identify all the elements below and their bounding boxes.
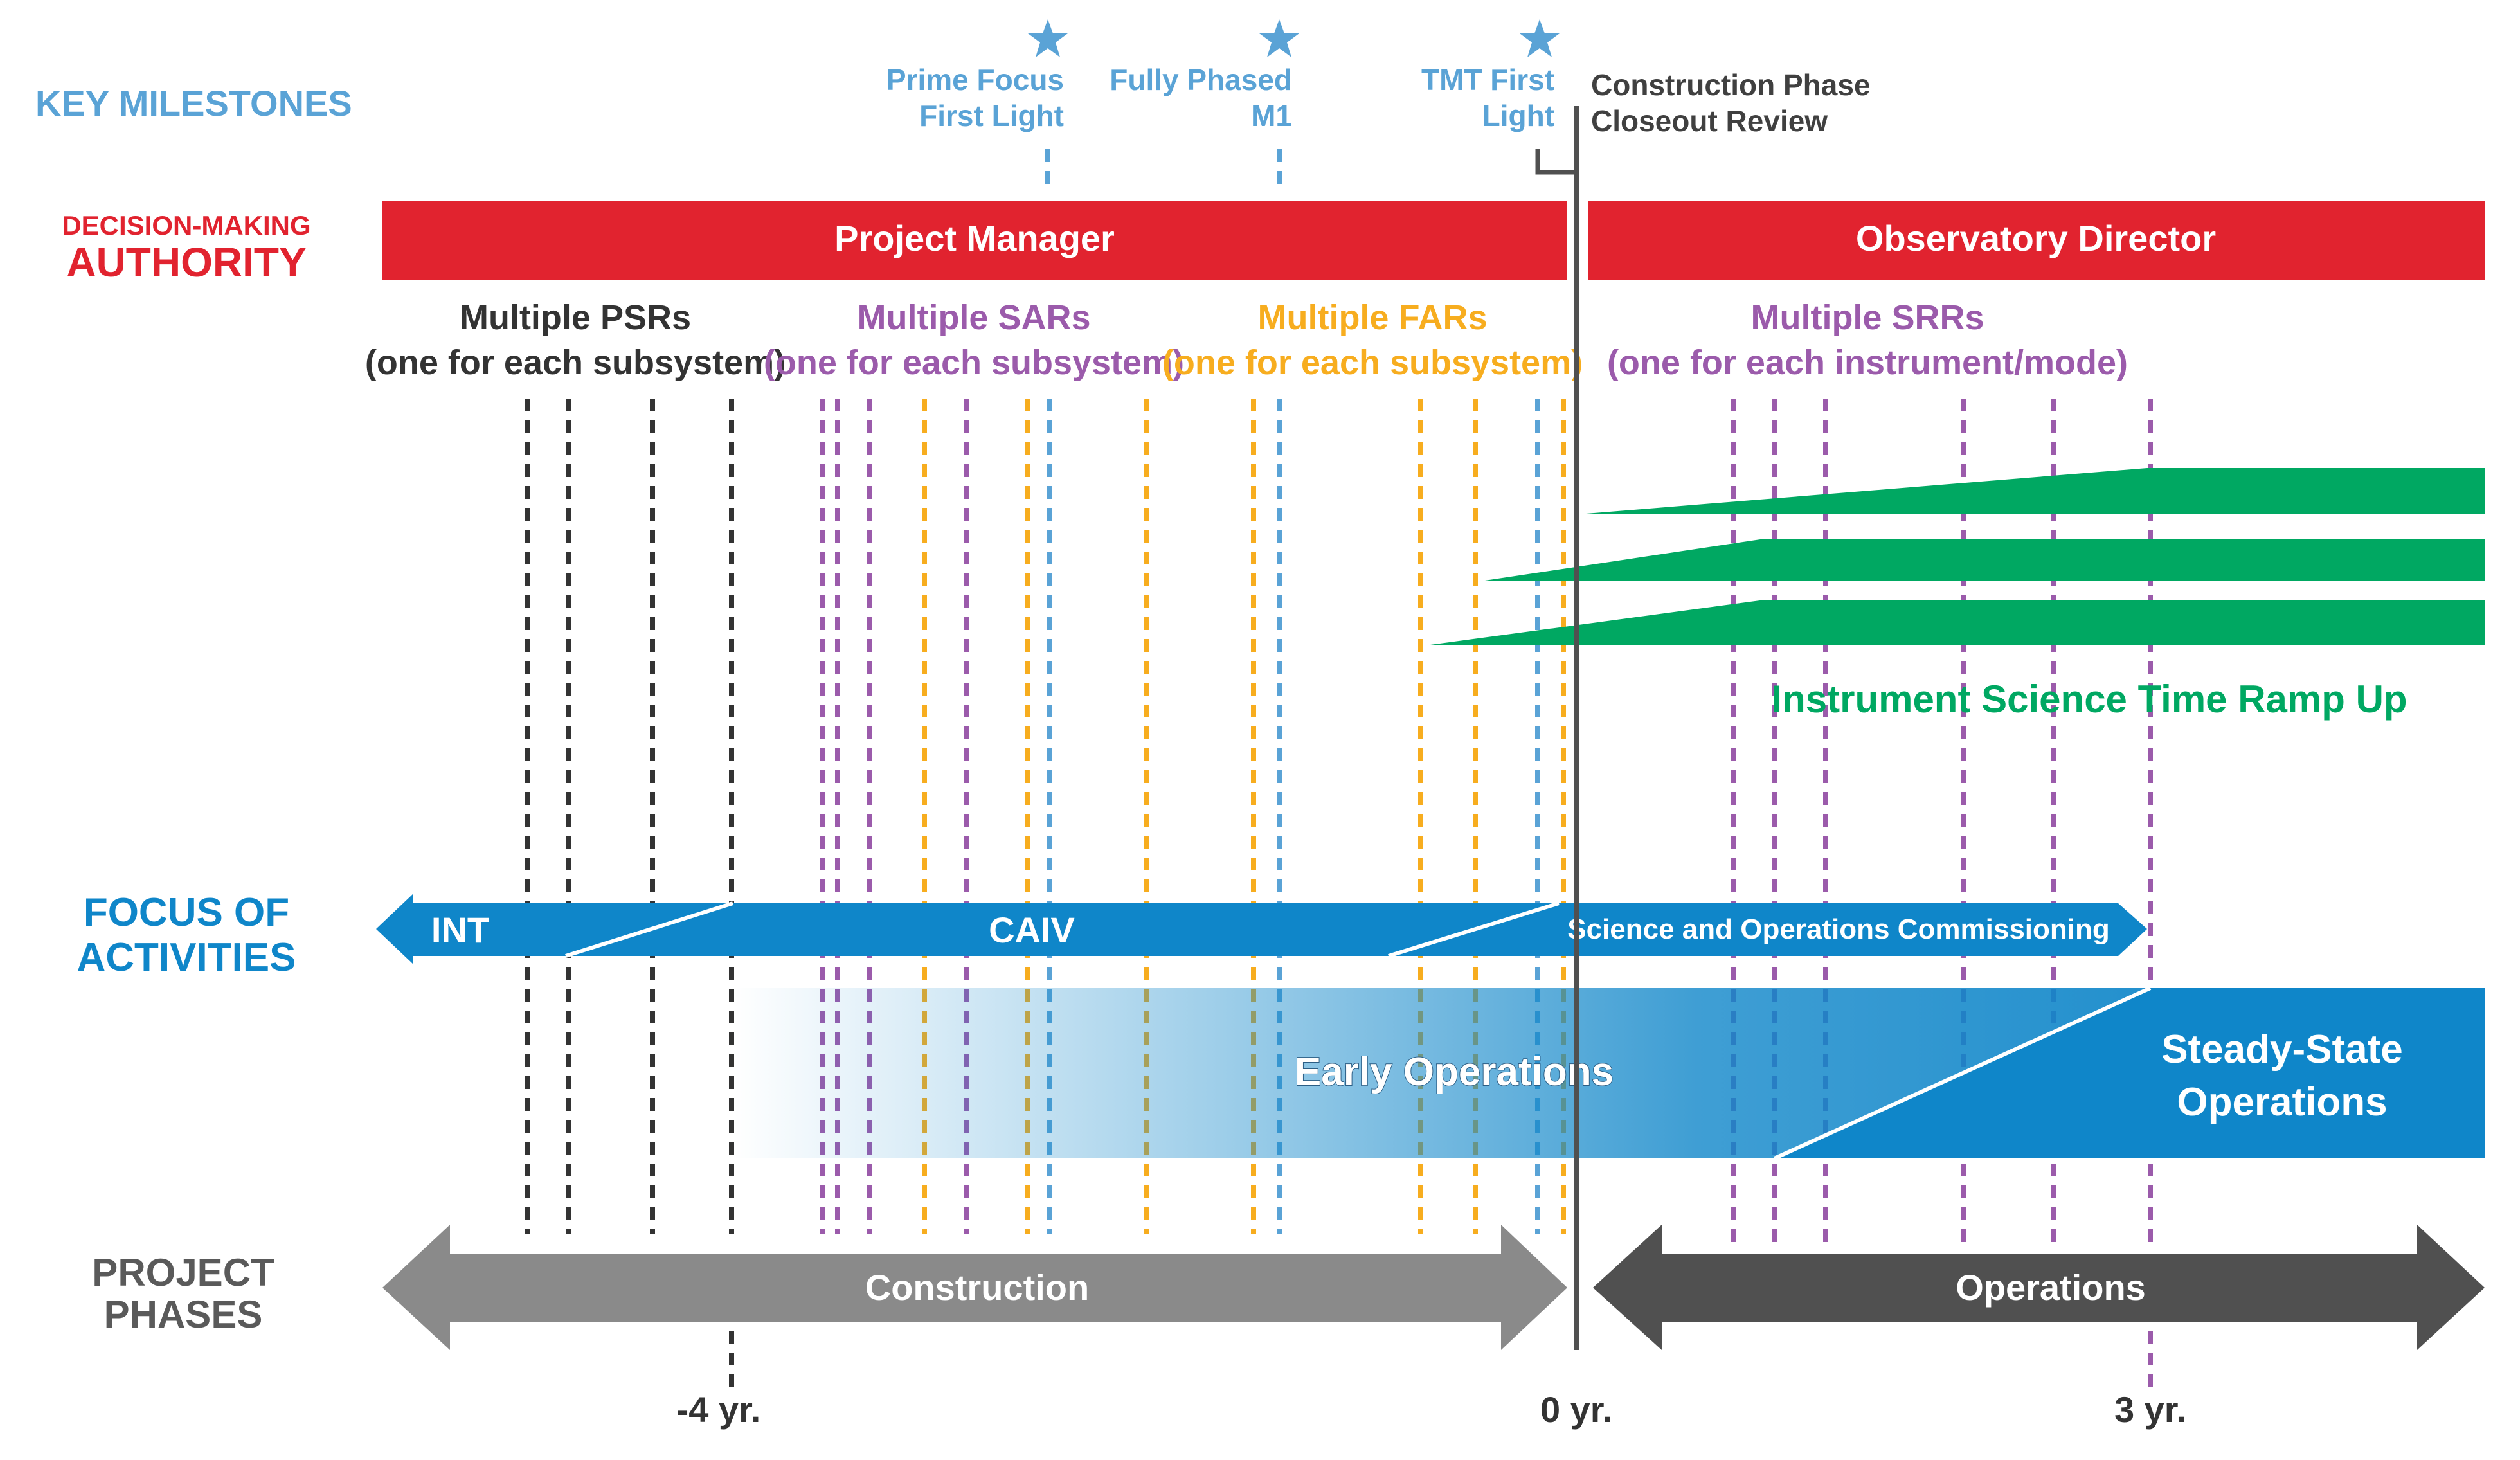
science-ramp-2 bbox=[1485, 539, 2485, 581]
review-title: Multiple FARs bbox=[1257, 298, 1487, 337]
sar-review-label: Multiple SARs (one for each subsystem) bbox=[764, 298, 1184, 382]
activities-label: ACTIVITIES bbox=[76, 935, 296, 980]
milestone-label-line2: Light bbox=[1482, 99, 1554, 132]
star-icon bbox=[1520, 19, 1560, 57]
focus-divider bbox=[565, 901, 734, 958]
milestone-label-line2: M1 bbox=[1251, 99, 1292, 132]
review-title: Multiple SARs bbox=[857, 298, 1090, 337]
steady-state-label-line1: Steady-State bbox=[2161, 1027, 2403, 1072]
focus-of-label: FOCUS OF bbox=[84, 890, 289, 935]
operations-phase-label: Operations bbox=[1956, 1267, 2146, 1308]
milestone-tmt-first-light: TMT First Light bbox=[1421, 19, 1576, 175]
star-icon bbox=[1028, 19, 1068, 57]
phases-label: PHASES bbox=[104, 1293, 263, 1336]
key-milestones-label: KEY MILESTONES bbox=[35, 83, 352, 123]
focus-divider bbox=[1388, 901, 1560, 958]
review-subtitle: (one for each subsystem) bbox=[764, 343, 1184, 382]
review-title: Multiple SRRs bbox=[1751, 298, 1984, 337]
authority-label: AUTHORITY bbox=[66, 239, 306, 285]
decision-making-label: DECISION-MAKING bbox=[62, 210, 310, 240]
milestone-label-line1: Prime Focus bbox=[887, 63, 1064, 96]
science-ramp-label: Instrument Science Time Ramp Up bbox=[1771, 678, 2407, 721]
project-manager-bar bbox=[382, 201, 1567, 280]
review-subtitle: (one for each subsystem) bbox=[365, 343, 786, 382]
construction-phase-label: Construction bbox=[865, 1267, 1089, 1308]
tick-0-label: 0 yr. bbox=[1540, 1389, 1612, 1430]
project-manager-label: Project Manager bbox=[834, 218, 1115, 258]
operations-divider bbox=[1773, 986, 2152, 1160]
focus-commissioning-label: Science and Operations Commissioning bbox=[1567, 914, 2110, 945]
far-review-label: Multiple FARs (one for each subsystem) bbox=[1162, 298, 1583, 382]
milestone-label-line2: First Light bbox=[919, 99, 1064, 132]
tick-minus-4-label: -4 yr. bbox=[677, 1389, 761, 1430]
focus-arrow bbox=[376, 894, 2147, 964]
milestone-label-line1: Fully Phased bbox=[1110, 63, 1292, 96]
review-title: Multiple PSRs bbox=[460, 298, 691, 337]
milestone-connector bbox=[1535, 149, 1576, 175]
srr-review-label: Multiple SRRs (one for each instrument/m… bbox=[1607, 298, 2128, 382]
closeout-label-line1: Construction Phase bbox=[1591, 68, 1871, 102]
project-label: PROJECT bbox=[92, 1251, 274, 1294]
observatory-director-label: Observatory Director bbox=[1856, 218, 2216, 258]
operations-phase-arrow bbox=[1593, 1225, 2485, 1350]
construction-phase-arrow bbox=[382, 1225, 1567, 1350]
milestone-fully-phased: Fully Phased M1 bbox=[1110, 19, 1299, 190]
science-ramp-1 bbox=[1578, 468, 2485, 514]
star-icon bbox=[1259, 19, 1299, 57]
closeout-review: Construction Phase Closeout Review bbox=[1591, 68, 1871, 138]
psr-review-label: Multiple PSRs (one for each subsystem) bbox=[365, 298, 786, 382]
observatory-director-bar bbox=[1588, 201, 2485, 280]
milestone-prime-focus: Prime Focus First Light bbox=[887, 19, 1068, 190]
focus-int-label: INT bbox=[431, 910, 489, 950]
science-ramp-3 bbox=[1430, 600, 2485, 645]
review-subtitle: (one for each instrument/mode) bbox=[1607, 343, 2128, 382]
focus-caiv-label: CAIV bbox=[989, 910, 1075, 950]
early-operations-label: Early Operations bbox=[1295, 1050, 1614, 1094]
steady-state-band bbox=[1774, 988, 2485, 1158]
steady-state-label-line2: Operations bbox=[2177, 1080, 2387, 1124]
milestone-label-line1: TMT First bbox=[1421, 63, 1554, 96]
tick-3-label: 3 yr. bbox=[2114, 1389, 2186, 1430]
review-subtitle: (one for each subsystem) bbox=[1162, 343, 1583, 382]
closeout-label-line2: Closeout Review bbox=[1591, 104, 1828, 138]
